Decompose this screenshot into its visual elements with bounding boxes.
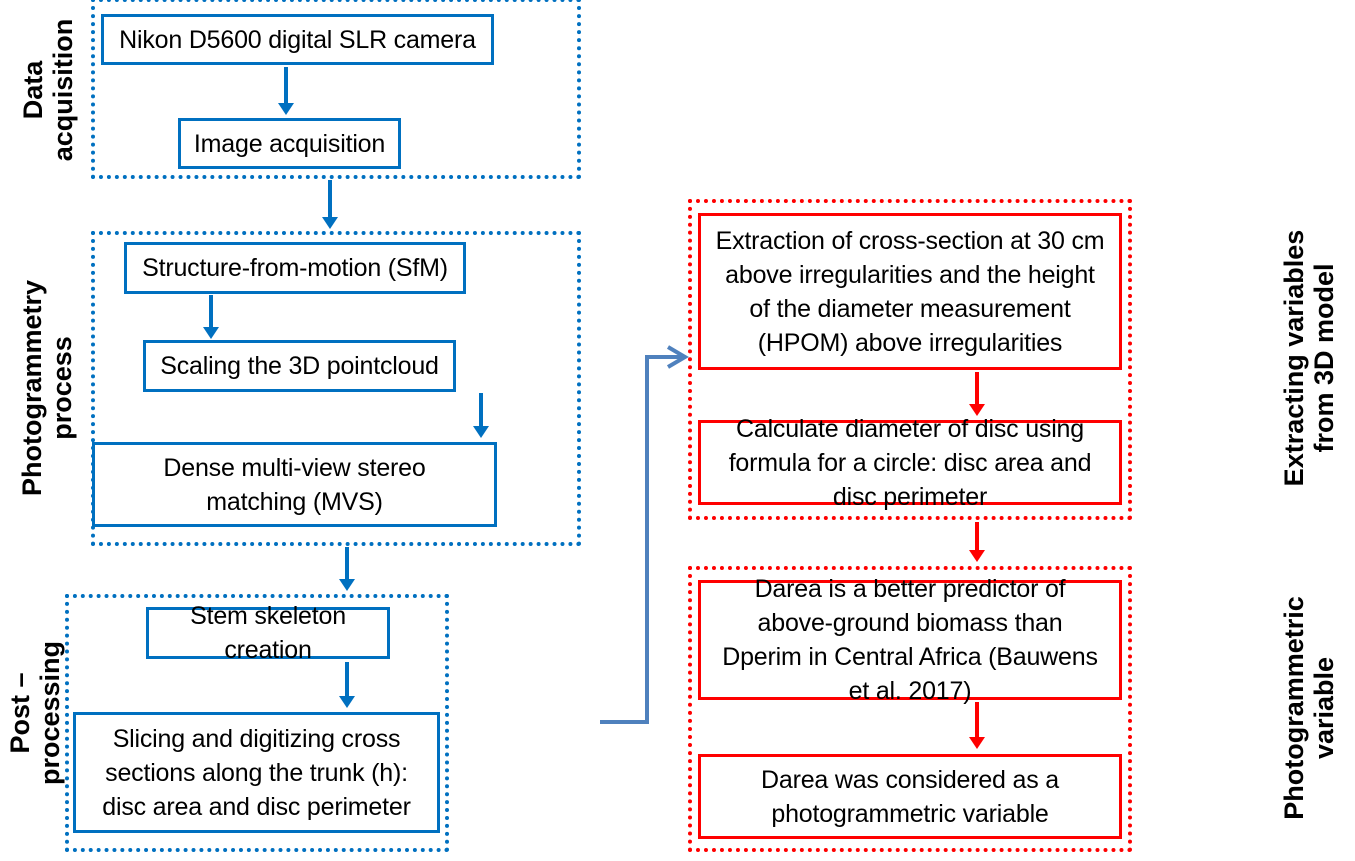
extracting-variables-group [688,199,1132,520]
connector-post-to-extracting [600,345,689,724]
step-camera: Nikon D5600 digital SLR camera [101,14,494,65]
step-sfm: Structure-from-motion (SfM) [124,242,466,294]
step-scaling: Scaling the 3D pointcloud [143,340,456,392]
step-extraction-cross-section: Extraction of cross-section at 30 cm abo… [698,213,1122,370]
arrow-photogrammetry-to-post [339,547,355,591]
step-dense-mvs: Dense multi-view stereo matching (MVS) [92,442,497,527]
post-processing-label: Post – processing [5,640,65,786]
photogrammetric-variable-label: Photogrammetric variable [1279,596,1339,820]
extracting-variables-label: Extracting variables from 3D model [1279,229,1339,487]
step-image-acquisition: Image acquisition [178,118,401,169]
step-darea-predictor: Darea is a better predictor of above-gro… [698,575,1122,705]
photogrammetric-variable-group [688,566,1132,852]
step-stem-skeleton: Stem skeleton creation [146,602,390,664]
step-darea-considered: Darea was considered as a photogrammetri… [698,754,1122,839]
post-processing-group [65,594,449,852]
step-calculate-diameter: Calculate diameter of disc using formula… [698,415,1122,511]
arrow-extracting-to-variable [969,522,985,562]
step-slicing: Slicing and digitizing cross sections al… [73,712,440,833]
photogrammetry-label: Photogrammetry process [17,279,77,497]
data-acquisition-group [91,0,581,179]
data-acquisition-label: Data acquisition [18,18,78,162]
arrow-acquisition-to-photogrammetry [322,180,338,229]
photogrammetry-group [91,231,581,546]
